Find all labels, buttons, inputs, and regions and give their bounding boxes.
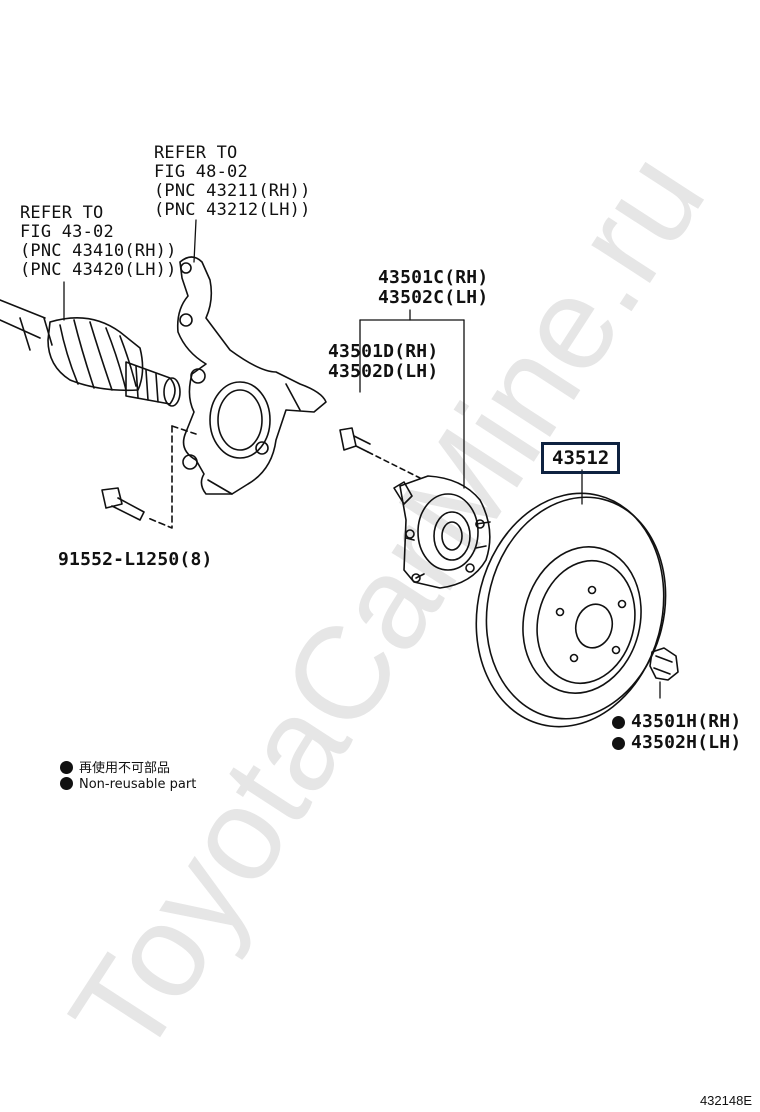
non-reusable-dot-icon	[612, 737, 625, 750]
nut-part-number-lh: 43502H(LH)	[612, 733, 741, 752]
legend-line-japanese: 再使用不可部品	[60, 757, 170, 776]
driveshaft-reference-line-3: (PNC 43410(RH))	[20, 241, 177, 261]
hub-bolt-part-number-rh: 43501D(RH)	[328, 341, 439, 362]
knuckle-reference-line-3: (PNC 43211(RH))	[154, 181, 311, 201]
nut-part-number-lh-text: 43502H(LH)	[631, 732, 742, 753]
knuckle-reference-line-2: FIG 48-02	[154, 162, 248, 182]
driveshaft-reference-line-4: (PNC 43420(LH))	[20, 260, 177, 280]
hub-part-number-lh: 43502C(LH)	[378, 287, 489, 308]
knuckle-reference-line-4: (PNC 43212(LH))	[154, 200, 311, 220]
hub-illustration	[393, 475, 491, 589]
disc-part-number[interactable]: 43512	[541, 442, 621, 474]
knuckle-illustration	[176, 256, 327, 495]
nut-part-number-rh: 43501H(RH)	[612, 712, 741, 731]
disc-illustration	[475, 492, 667, 728]
figure-id: 432148E	[699, 1093, 752, 1108]
hub-bolt-illustration	[339, 427, 421, 479]
hub-bolt-part-number-lh: 43502D(LH)	[328, 361, 439, 382]
driveshaft-reference-line-1: REFER TO	[20, 203, 104, 223]
legend-english-text: Non-reusable part	[79, 777, 197, 792]
knuckle-bolt-part-number: 91552-L1250(8)	[58, 549, 213, 570]
driveshaft-illustration	[0, 299, 181, 407]
legend-line-english: Non-reusable part	[60, 777, 196, 792]
hub-part-number-rh: 43501C(RH)	[378, 267, 489, 288]
knuckle-bolt-illustration	[101, 425, 197, 529]
legend-dot-icon	[60, 777, 73, 790]
knuckle-reference-line-1: REFER TO	[154, 143, 238, 163]
driveshaft-reference-line-2: FIG 43-02	[20, 222, 114, 242]
legend-japanese-text: 再使用不可部品	[79, 761, 171, 776]
leader-lines	[63, 219, 661, 699]
nut-part-number-rh-text: 43501H(RH)	[631, 711, 742, 732]
nut-illustration	[649, 647, 679, 681]
non-reusable-dot-icon	[612, 716, 625, 729]
legend-dot-icon	[60, 761, 73, 774]
